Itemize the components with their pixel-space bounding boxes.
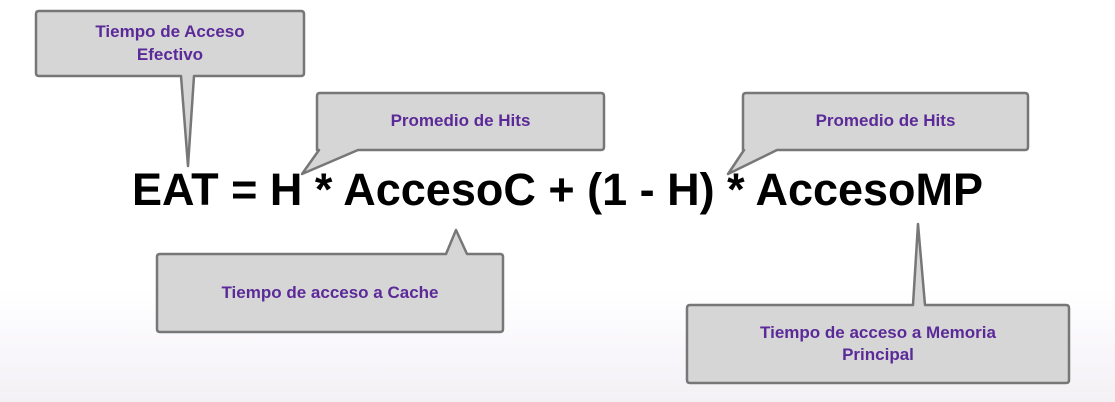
- callout-hits-2-shape: [726, 91, 1030, 176]
- callout-cache-label: Tiempo de acceso a Cache: [221, 282, 439, 302]
- callout-cache-shape: [155, 228, 505, 334]
- callout-hits-2-label: Promedio de Hits: [815, 111, 956, 131]
- callout-eat-shape: [34, 9, 306, 168]
- eat-formula: EAT = H * AccesoC + (1 - H) * AccesoMP: [131, 164, 984, 215]
- callout-eat-label: Tiempo de Acceso Efectivo: [95, 22, 245, 64]
- callout-mp-shape: [685, 222, 1071, 385]
- callout-hits-1-shape: [300, 91, 606, 176]
- callout-hits-1-label: Promedio de Hits: [390, 111, 531, 131]
- callout-mp-label: Tiempo de acceso a Memoria Principal: [760, 322, 996, 364]
